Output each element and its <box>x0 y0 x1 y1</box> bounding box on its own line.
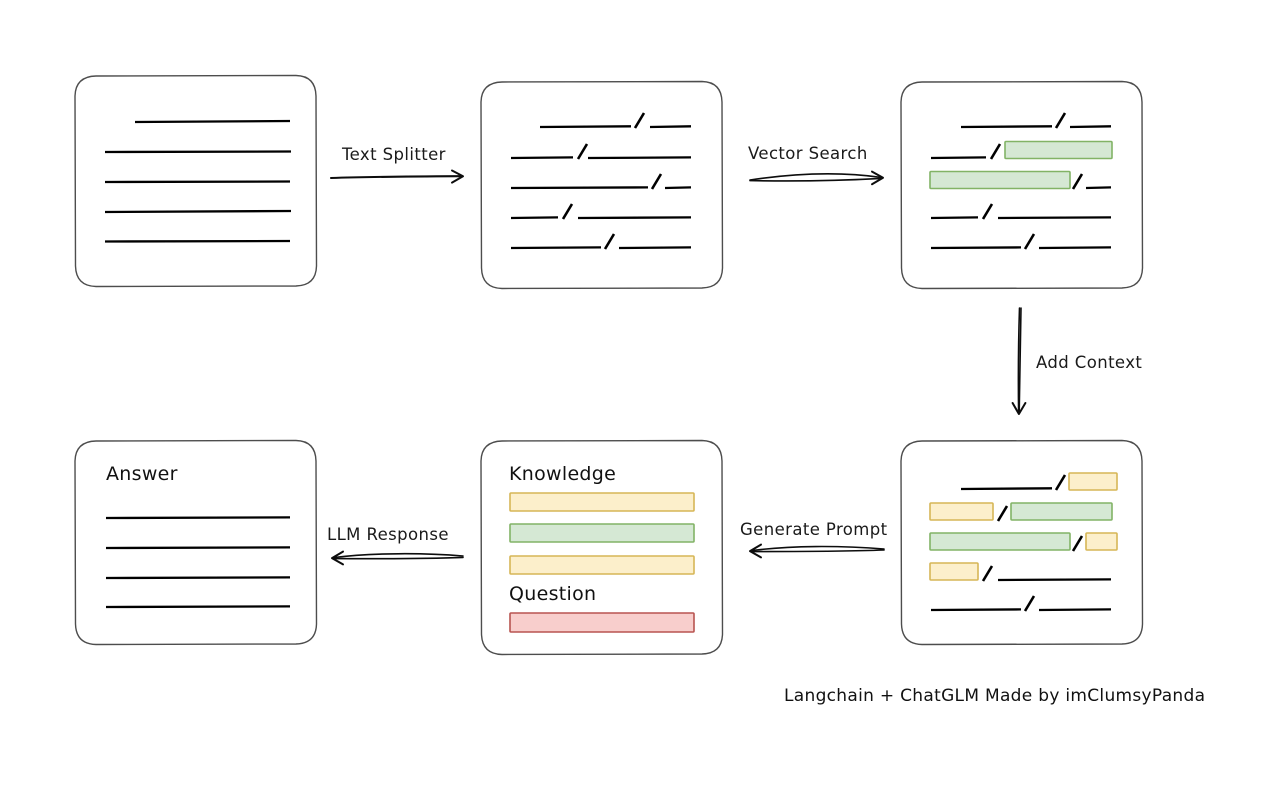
split-document-lines <box>510 112 692 250</box>
context-highlight-green-2 <box>929 532 1071 551</box>
matched-highlight-green-2 <box>929 170 1071 190</box>
edge-label-generate-prompt: Generate Prompt <box>740 520 888 539</box>
node-split-document[interactable] <box>480 80 724 290</box>
node-context-document[interactable] <box>900 439 1144 646</box>
split-document-card-outline <box>480 80 724 290</box>
edge-add-context <box>1011 307 1027 415</box>
question-bar-1 <box>509 612 695 633</box>
edge-label-llm-response: LLM Response <box>327 525 449 544</box>
edge-llm-response <box>331 550 464 566</box>
answer-card-lines <box>105 516 291 609</box>
matched-highlight-green-1 <box>1004 140 1113 160</box>
knowledge-bar-3 <box>509 555 695 575</box>
node-prompt-card[interactable] <box>480 439 724 656</box>
knowledge-bar-2 <box>509 523 695 543</box>
knowledge-heading: Knowledge <box>509 463 617 485</box>
context-highlight-yellow-4 <box>929 562 979 581</box>
node-answer-card[interactable] <box>74 439 318 646</box>
footer-credit: Langchain + ChatGLM Made by imClumsyPand… <box>784 686 1206 706</box>
answer-heading: Answer <box>106 463 178 485</box>
knowledge-bar-1 <box>509 492 695 512</box>
edge-label-vector-search: Vector Search <box>748 144 868 163</box>
matched-document-lines <box>929 112 1113 250</box>
node-vector-matched-document[interactable] <box>900 80 1144 290</box>
context-highlight-yellow-2 <box>929 502 994 521</box>
context-document-lines <box>929 472 1118 612</box>
edge-label-add-context: Add Context <box>1036 353 1143 372</box>
context-highlight-yellow-3 <box>1085 532 1118 551</box>
answer-card-outline <box>74 439 318 646</box>
edge-label-text-splitter: Text Splitter <box>342 145 446 164</box>
source-document-lines <box>104 119 292 243</box>
context-highlight-green-1 <box>1010 502 1113 521</box>
context-highlight-yellow-1 <box>1068 472 1118 491</box>
question-heading: Question <box>509 583 597 605</box>
edge-text-splitter <box>329 169 464 184</box>
edge-generate-prompt <box>749 543 885 559</box>
node-source-document[interactable] <box>74 74 318 288</box>
edge-vector-search <box>749 170 884 186</box>
